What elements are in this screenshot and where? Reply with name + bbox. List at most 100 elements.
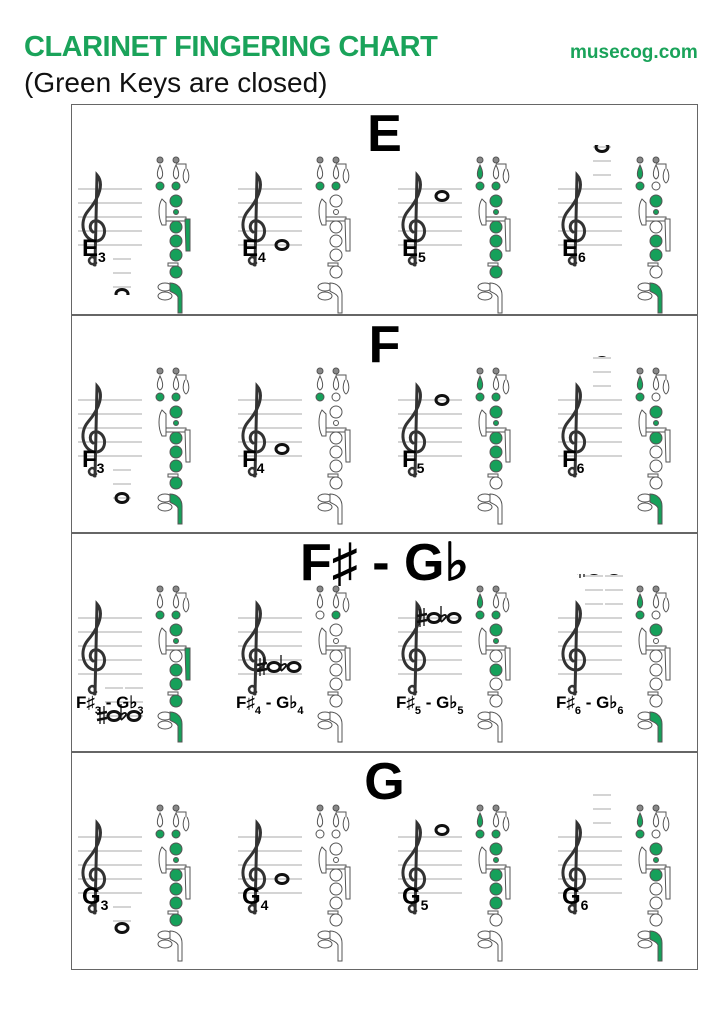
r2-hole[interactable]: [489, 896, 503, 910]
left-pinky-key[interactable]: [664, 218, 671, 252]
trill-key-icon[interactable]: [316, 585, 324, 593]
a-key[interactable]: [652, 811, 660, 828]
r3-hole[interactable]: [489, 913, 503, 927]
register-key[interactable]: [636, 374, 644, 391]
register-key[interactable]: [156, 592, 164, 609]
g-sharp-key[interactable]: [336, 374, 350, 395]
l2-hole[interactable]: [169, 842, 183, 856]
thumb-hole[interactable]: [315, 181, 325, 191]
r1-hole[interactable]: [489, 445, 503, 459]
a-key-top-icon[interactable]: [172, 156, 180, 164]
register-key[interactable]: [156, 163, 164, 180]
trill-key-icon[interactable]: [476, 804, 484, 812]
r1-hole[interactable]: [169, 663, 183, 677]
pinky-key-lower[interactable]: [477, 720, 493, 730]
thumb-hole[interactable]: [475, 610, 485, 620]
thumb-hole[interactable]: [475, 392, 485, 402]
l1-hole[interactable]: [331, 392, 341, 402]
l3-hole[interactable]: [329, 220, 343, 234]
r1-hole[interactable]: [169, 234, 183, 248]
r1-hole[interactable]: [329, 445, 343, 459]
r3-hole[interactable]: [649, 694, 663, 708]
sliver-key[interactable]: [173, 420, 179, 426]
a-key-top-icon[interactable]: [332, 367, 340, 375]
l3-hole[interactable]: [169, 868, 183, 882]
r3-hole[interactable]: [329, 694, 343, 708]
left-pinky-key[interactable]: [344, 218, 351, 252]
g-sharp-key[interactable]: [336, 592, 350, 613]
a-key[interactable]: [332, 592, 340, 609]
left-pinky-key[interactable]: [184, 429, 191, 463]
sliver-key[interactable]: [173, 209, 179, 215]
g-sharp-key[interactable]: [336, 163, 350, 184]
side-trill-keys[interactable]: [478, 198, 487, 226]
thumb-hole[interactable]: [315, 392, 325, 402]
l2-hole[interactable]: [329, 842, 343, 856]
r3-hole[interactable]: [489, 265, 503, 279]
sliver-bar[interactable]: [327, 473, 339, 478]
trill-key-icon[interactable]: [636, 804, 644, 812]
g-sharp-key[interactable]: [176, 592, 190, 613]
r3-hole[interactable]: [169, 265, 183, 279]
right-pinky-key[interactable]: [329, 930, 343, 962]
l3-hole[interactable]: [489, 220, 503, 234]
side-trill-keys[interactable]: [158, 198, 167, 226]
l2-hole[interactable]: [649, 842, 663, 856]
l3-hole[interactable]: [169, 220, 183, 234]
r3-hole[interactable]: [169, 694, 183, 708]
right-pinky-key[interactable]: [649, 493, 663, 525]
sliver-bar[interactable]: [487, 691, 499, 696]
r1-hole[interactable]: [489, 234, 503, 248]
r2-hole[interactable]: [329, 677, 343, 691]
r1-hole[interactable]: [649, 234, 663, 248]
a-key[interactable]: [332, 374, 340, 391]
side-key-bar[interactable]: [485, 645, 507, 651]
a-key-top-icon[interactable]: [492, 804, 500, 812]
r3-hole[interactable]: [649, 913, 663, 927]
a-key-top-icon[interactable]: [652, 156, 660, 164]
site-link[interactable]: musecog.com: [570, 42, 698, 63]
r3-hole[interactable]: [329, 265, 343, 279]
left-pinky-key[interactable]: [504, 647, 511, 681]
a-key-top-icon[interactable]: [652, 585, 660, 593]
register-key[interactable]: [476, 374, 484, 391]
sliver-bar[interactable]: [327, 691, 339, 696]
g-sharp-key[interactable]: [496, 374, 510, 395]
sliver-bar[interactable]: [647, 691, 659, 696]
register-key[interactable]: [316, 592, 324, 609]
thumb-hole[interactable]: [635, 610, 645, 620]
sliver-bar[interactable]: [167, 691, 179, 696]
sliver-bar[interactable]: [487, 910, 499, 915]
sliver-bar[interactable]: [487, 473, 499, 478]
trill-key-icon[interactable]: [316, 156, 324, 164]
register-key[interactable]: [636, 811, 644, 828]
side-key-bar[interactable]: [645, 864, 667, 870]
thumb-hole[interactable]: [155, 392, 165, 402]
trill-key-icon[interactable]: [156, 156, 164, 164]
left-pinky-key[interactable]: [664, 429, 671, 463]
r1-hole[interactable]: [649, 445, 663, 459]
l2-hole[interactable]: [649, 405, 663, 419]
right-pinky-key[interactable]: [649, 930, 663, 962]
right-pinky-key[interactable]: [329, 282, 343, 314]
side-trill-keys[interactable]: [638, 846, 647, 874]
sliver-bar[interactable]: [647, 262, 659, 267]
side-key-bar[interactable]: [485, 216, 507, 222]
l3-hole[interactable]: [489, 649, 503, 663]
l2-hole[interactable]: [329, 623, 343, 637]
g-sharp-key[interactable]: [496, 163, 510, 184]
side-key-bar[interactable]: [165, 427, 187, 433]
side-key-bar[interactable]: [165, 216, 187, 222]
r1-hole[interactable]: [489, 882, 503, 896]
r2-hole[interactable]: [489, 459, 503, 473]
r3-hole[interactable]: [649, 476, 663, 490]
r1-hole[interactable]: [329, 234, 343, 248]
sliver-key[interactable]: [333, 638, 339, 644]
left-pinky-key[interactable]: [184, 647, 191, 681]
l2-hole[interactable]: [169, 623, 183, 637]
r1-hole[interactable]: [489, 663, 503, 677]
r3-hole[interactable]: [489, 694, 503, 708]
sliver-key[interactable]: [653, 638, 659, 644]
sliver-bar[interactable]: [167, 910, 179, 915]
r2-hole[interactable]: [329, 896, 343, 910]
